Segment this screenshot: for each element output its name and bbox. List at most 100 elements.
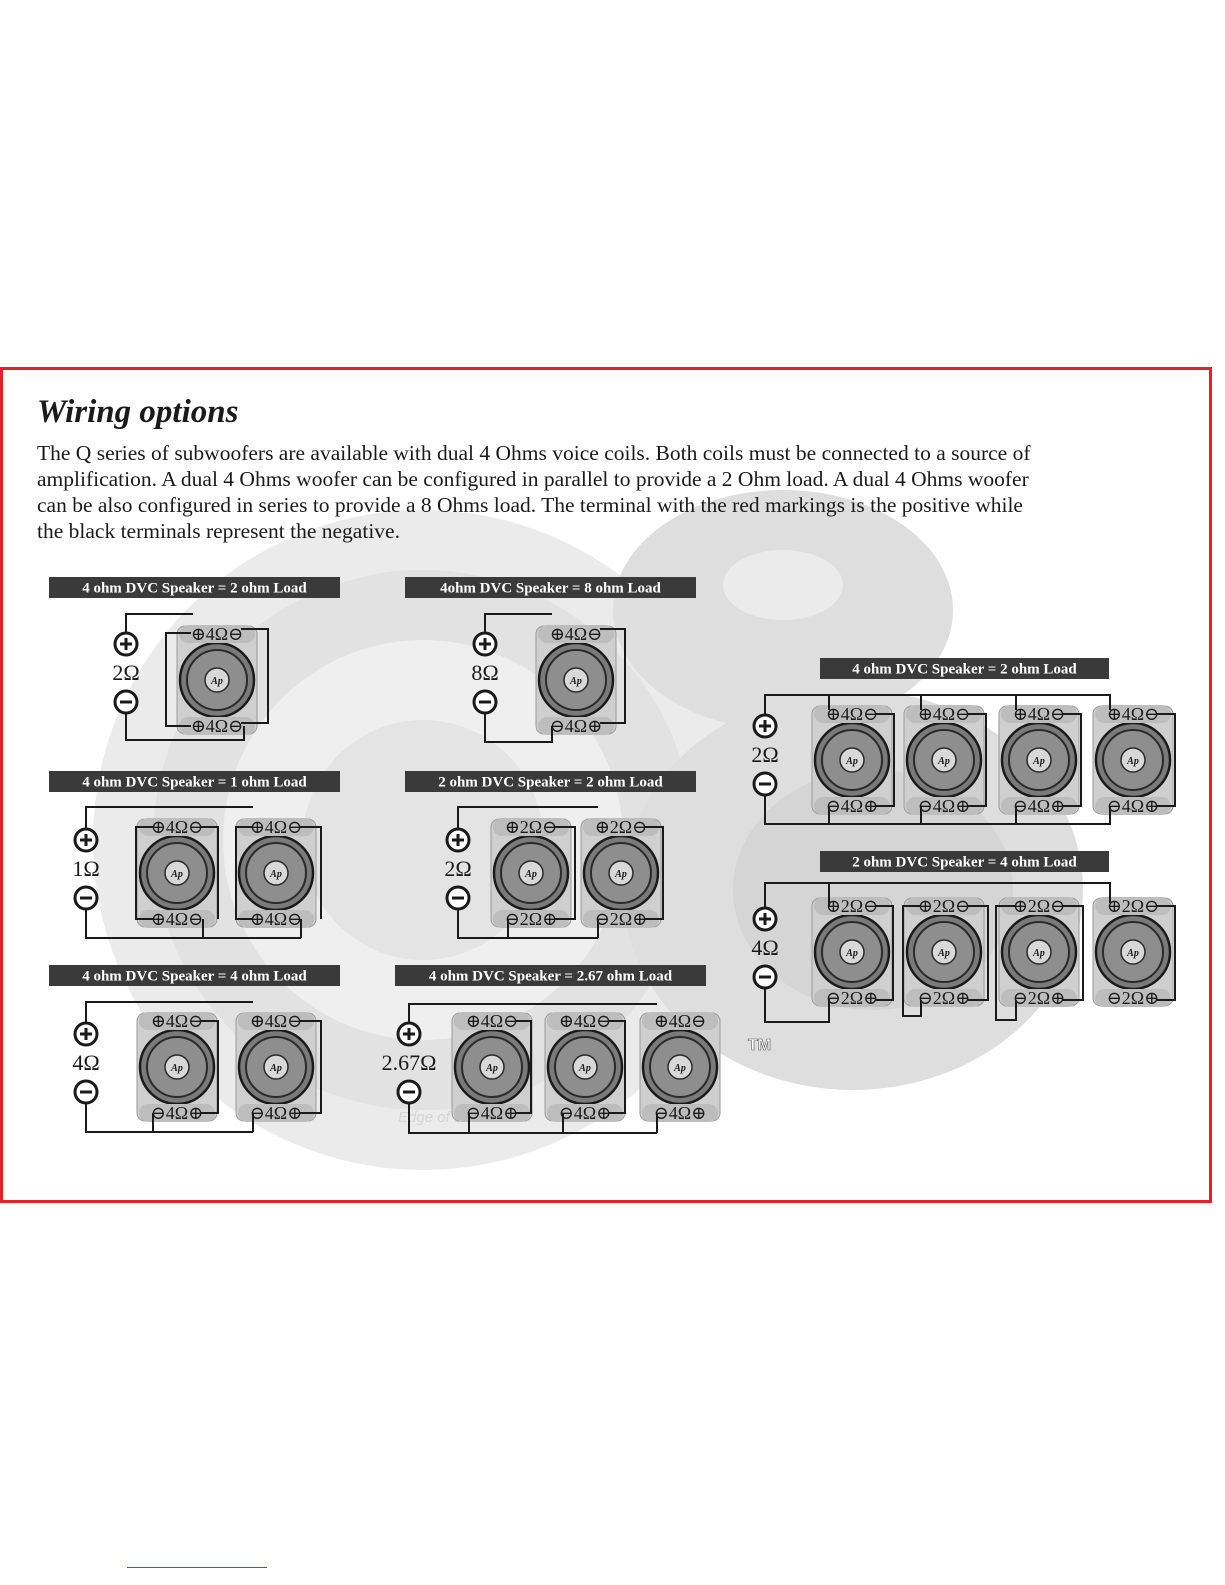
wire <box>85 909 204 939</box>
terminal-strip <box>139 818 215 836</box>
bottom-terminal-label: ⊖2Ω⊕ <box>1013 988 1066 1008</box>
bottom-terminal-label: ⊖4Ω⊕ <box>559 1103 612 1123</box>
wire <box>484 613 552 633</box>
diagram-label-bg <box>395 965 706 986</box>
ap-logo: Ap <box>1032 756 1045 767</box>
speaker: Ap⊕4Ω⊖⊖4Ω⊕ <box>639 1011 721 1123</box>
ap-logo: Ap <box>578 1063 591 1074</box>
terminal-strip <box>1001 897 1077 915</box>
ap-logo: Ap <box>845 756 858 767</box>
speaker-dustcap <box>931 747 957 773</box>
speaker: Ap⊕4Ω⊖⊖4Ω⊕ <box>136 1011 218 1123</box>
speaker-dustcap <box>572 1054 598 1080</box>
wire <box>1157 713 1176 807</box>
top-terminal-label: ⊕4Ω⊖ <box>1107 704 1160 724</box>
diagram-label: 2 ohm DVC Speaker = 4 ohm Load <box>852 855 1077 871</box>
bottom-terminal-label: ⊖4Ω⊕ <box>151 1103 204 1123</box>
terminal-strip <box>814 705 890 723</box>
terminal-strip <box>1001 989 1077 1007</box>
terminal-strip <box>1001 705 1077 723</box>
ap-logo: Ap <box>524 869 537 880</box>
terminal-strip <box>547 1104 623 1122</box>
speaker: Ap⊕4Ω⊖⊖4Ω⊕ <box>903 704 985 816</box>
diagram-label: 4 ohm DVC Speaker = 2.67 ohm Load <box>429 969 673 985</box>
top-terminal-label: ⊕4Ω⊖ <box>826 704 879 724</box>
speaker-dustcap <box>164 1054 190 1080</box>
top-terminal-label: ⊕2Ω⊖ <box>1013 896 1066 916</box>
load-value: 4Ω <box>751 935 778 960</box>
bottom-terminal-label: ⊕4Ω⊖ <box>250 909 303 929</box>
wire <box>968 905 989 1001</box>
diagram-label-bg <box>405 577 696 598</box>
top-terminal-label: ⊕4Ω⊖ <box>151 817 204 837</box>
terminal-strip <box>139 1012 215 1030</box>
speaker-dustcap <box>839 747 865 773</box>
ap-logo: Ap <box>1126 756 1139 767</box>
top-terminal-label: ⊕4Ω⊖ <box>191 624 244 644</box>
terminal-strip <box>179 717 255 735</box>
load-value: 2.67Ω <box>382 1050 437 1075</box>
speaker: Ap⊕4Ω⊖⊖4Ω⊕ <box>811 704 893 816</box>
intro-paragraph: The Q series of subwoofers are available… <box>37 441 1031 543</box>
speaker: Ap⊕2Ω⊖⊖2Ω⊕ <box>1092 896 1174 1008</box>
ap-logo: Ap <box>485 1063 498 1074</box>
load-value: 1Ω <box>72 856 99 881</box>
speaker: Ap⊕2Ω⊖⊖2Ω⊕ <box>580 817 662 929</box>
terminal-strip <box>179 625 255 643</box>
speaker: Ap⊕4Ω⊖⊖4Ω⊕ <box>235 1011 317 1123</box>
terminal-strip <box>906 705 982 723</box>
wire <box>235 826 253 920</box>
wire <box>764 988 830 1023</box>
load-value: 2Ω <box>112 660 139 685</box>
diagram-label-bg <box>49 577 340 598</box>
speaker: Ap⊕4Ω⊖⊖4Ω⊕ <box>544 1011 626 1123</box>
speaker: Ap⊕2Ω⊖⊖2Ω⊕ <box>811 896 893 1008</box>
wire <box>457 806 508 829</box>
ap-logo: Ap <box>937 948 950 959</box>
wire <box>201 826 219 919</box>
terminal-strip <box>1095 797 1171 815</box>
speaker-dustcap <box>563 667 589 693</box>
wire <box>85 1001 153 1023</box>
wire <box>764 794 1111 825</box>
diagram-label: 4 ohm DVC Speaker = 4 ohm Load <box>82 969 307 985</box>
terminal-strip <box>583 818 659 836</box>
terminal-strip <box>547 1012 623 1030</box>
speaker: Ap ⊕4Ω⊖ ⊖4Ω⊕ <box>451 1011 533 1123</box>
bottom-terminal-label: ⊖2Ω⊕ <box>505 909 558 929</box>
wire <box>764 694 1111 715</box>
speaker-dustcap <box>608 860 634 886</box>
bottom-terminal-label: ⊖4Ω⊕ <box>466 1103 519 1123</box>
speaker: Ap⊕2Ω⊖⊖2Ω⊕ <box>903 896 985 1008</box>
speaker-dustcap <box>1026 939 1052 965</box>
top-terminal-label: ⊕4Ω⊖ <box>654 1011 707 1031</box>
speaker-dustcap <box>164 860 190 886</box>
load-value: 4Ω <box>72 1050 99 1075</box>
terminal-strip <box>454 1104 530 1122</box>
speaker-dustcap <box>1120 747 1146 773</box>
bottom-terminal-label: ⊖4Ω⊕ <box>1013 796 1066 816</box>
top-terminal-label: ⊕4Ω⊖ <box>466 1011 519 1031</box>
ap-logo: Ap <box>845 948 858 959</box>
top-terminal-label: ⊕4Ω⊖ <box>250 1011 303 1031</box>
terminal-strip <box>906 897 982 915</box>
diagram-d6: 4 ohm DVC Speaker = 2.67 ohm Load 2.67Ω Ap… <box>382 965 721 1134</box>
bottom-terminal-label: ⊖2Ω⊕ <box>1107 988 1160 1008</box>
speaker-dustcap <box>263 1054 289 1080</box>
top-terminal-label: ⊕4Ω⊖ <box>1013 704 1066 724</box>
top-terminal-label: ⊕2Ω⊖ <box>918 896 971 916</box>
terminal-strip <box>642 1104 718 1122</box>
speaker-dustcap <box>1026 747 1052 773</box>
wire <box>609 1020 626 1114</box>
terminal-strip <box>238 910 314 928</box>
wire <box>125 713 245 741</box>
wire <box>902 905 922 1017</box>
wire <box>1157 905 1176 1001</box>
top-terminal-label: ⊕2Ω⊖ <box>505 817 558 837</box>
speaker-dustcap <box>667 1054 693 1080</box>
